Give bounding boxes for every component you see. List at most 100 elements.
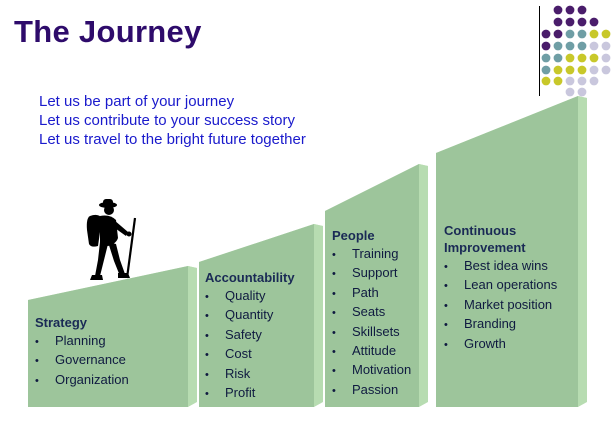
bullet-glyph: • — [444, 338, 448, 351]
bullet-glyph: • — [444, 299, 448, 312]
step-accountability-block — [199, 224, 323, 407]
step-list-item-text: Safety — [225, 326, 262, 342]
step-list-item: •Support — [332, 264, 411, 283]
decorative-dot — [553, 53, 563, 63]
step-strategy: Strategy •Planning•Governance•Organizati… — [35, 314, 129, 390]
decorative-dot — [577, 53, 587, 63]
tagline-2: Let us contribute to your success story — [39, 112, 295, 129]
step-items-strategy: •Planning•Governance•Organization — [35, 332, 129, 390]
step-list-item: • Cost — [205, 345, 295, 364]
step-accountability: Accountability •Quality•Quantity•Safety•… — [205, 269, 295, 403]
decorative-dot — [589, 65, 599, 75]
decorative-dot — [601, 29, 611, 39]
tagline-1: Let us be part of your journey — [39, 93, 235, 110]
decorative-dot — [601, 41, 611, 51]
step-list-item-text: Governance — [55, 352, 126, 368]
step-list-item-text: Passion — [352, 381, 399, 397]
decorative-dot — [577, 65, 587, 75]
decorative-dot — [589, 76, 599, 86]
decorative-dot — [541, 65, 551, 75]
decorative-dot — [577, 5, 587, 15]
step-list-item: • Safety — [205, 326, 295, 345]
step-2-side — [314, 224, 323, 407]
step-title-people: People — [332, 228, 375, 243]
hiker-silhouette-icon — [86, 199, 137, 280]
step-3-front — [325, 164, 419, 407]
decorative-dot — [553, 76, 563, 86]
decorative-dot — [565, 87, 575, 97]
tagline-3: Let us travel to the bright future toget… — [39, 131, 306, 148]
step-list-item-text: Best idea wins — [464, 258, 548, 273]
decorative-dot — [577, 41, 587, 51]
step-items-continuous-improvement: • Best idea wins • Lean operations •Market p… — [444, 257, 557, 354]
step-strategy-block — [28, 266, 197, 407]
bullet-glyph: • — [205, 291, 209, 303]
decorative-dot — [553, 29, 563, 39]
bullet-glyph: • — [205, 349, 209, 362]
bullet-glyph: • — [444, 261, 448, 273]
decorative-dot — [541, 53, 551, 63]
decorative-dot — [589, 53, 599, 63]
decorative-dot-grid — [541, 5, 611, 97]
step-1-side — [188, 266, 197, 407]
step-continuous-improvement-block — [436, 96, 587, 407]
page-title: The Journey — [14, 14, 202, 49]
step-list-item: •Quality — [205, 287, 295, 306]
step-list-item: • Path — [332, 284, 411, 303]
bullet-glyph: • — [205, 388, 209, 401]
decorative-dot — [589, 17, 599, 27]
step-list-item-text: Training — [352, 246, 399, 261]
step-list-item: •Market position — [444, 296, 557, 315]
step-list-item: • Best idea wins — [444, 257, 557, 276]
bullet-glyph: • — [332, 287, 336, 300]
decorative-dot — [553, 5, 563, 15]
step-list-item-text: Motivation — [352, 362, 412, 378]
step-list-item-text: Risk — [225, 365, 251, 381]
decorative-dot — [565, 41, 575, 51]
bullet-glyph: • — [332, 249, 336, 261]
step-items-people: •Training•Support•Path•Seats•Skillsets•A… — [332, 245, 411, 400]
decorative-dot — [565, 53, 575, 63]
decorative-dot — [553, 41, 563, 51]
step-list-item-text: Path — [352, 284, 379, 300]
step-list-item-text: Lean operations — [464, 277, 558, 293]
decorative-dot — [577, 29, 587, 39]
decorative-dot — [565, 17, 575, 27]
decorative-dot — [565, 76, 575, 86]
step-list-item-text: Growth — [464, 335, 506, 351]
step-people: People •Training•Support•Path•Seats•Skil… — [332, 227, 411, 400]
decorative-dot — [553, 17, 563, 27]
bullet-glyph: • — [332, 346, 336, 359]
decorative-dot — [601, 53, 611, 63]
step-4-front — [436, 96, 578, 407]
step-list-item: • Skillsets — [332, 323, 411, 342]
divider-line — [539, 6, 540, 96]
decorative-dot — [553, 65, 563, 75]
step-people-block — [325, 164, 428, 407]
bullet-glyph: • — [35, 336, 39, 348]
decorative-dot — [577, 76, 587, 86]
step-title-accountability: Accountability — [205, 270, 295, 285]
step-list-item-text: Attitude — [352, 343, 397, 359]
bullet-glyph: • — [332, 326, 336, 339]
step-list-item-text: Profit — [225, 385, 256, 401]
bullet-glyph: • — [444, 319, 448, 332]
step-list-item: • Governance — [35, 351, 129, 370]
step-list-item-text: Skillsets — [352, 323, 400, 339]
step-items-accountability: •Quality•Quantity•Safety•Cost•Risk•Profi… — [205, 287, 295, 403]
step-title-strategy: Strategy — [35, 315, 88, 330]
decorative-dot — [565, 65, 575, 75]
step-list-item-text: Cost — [225, 346, 252, 362]
step-list-item: •Risk — [205, 365, 295, 384]
step-list-item-text: Planning — [55, 333, 106, 348]
bullet-glyph: • — [332, 268, 336, 281]
step-list-item: • Planning — [35, 332, 129, 351]
bullet-glyph: • — [35, 355, 39, 368]
step-1-front — [28, 266, 188, 407]
decorative-dot — [577, 87, 587, 97]
step-list-item: •Seats — [332, 303, 411, 322]
bullet-glyph: • — [332, 365, 336, 378]
step-list-item-text: Quantity — [225, 307, 274, 323]
bullet-glyph: • — [205, 329, 209, 342]
